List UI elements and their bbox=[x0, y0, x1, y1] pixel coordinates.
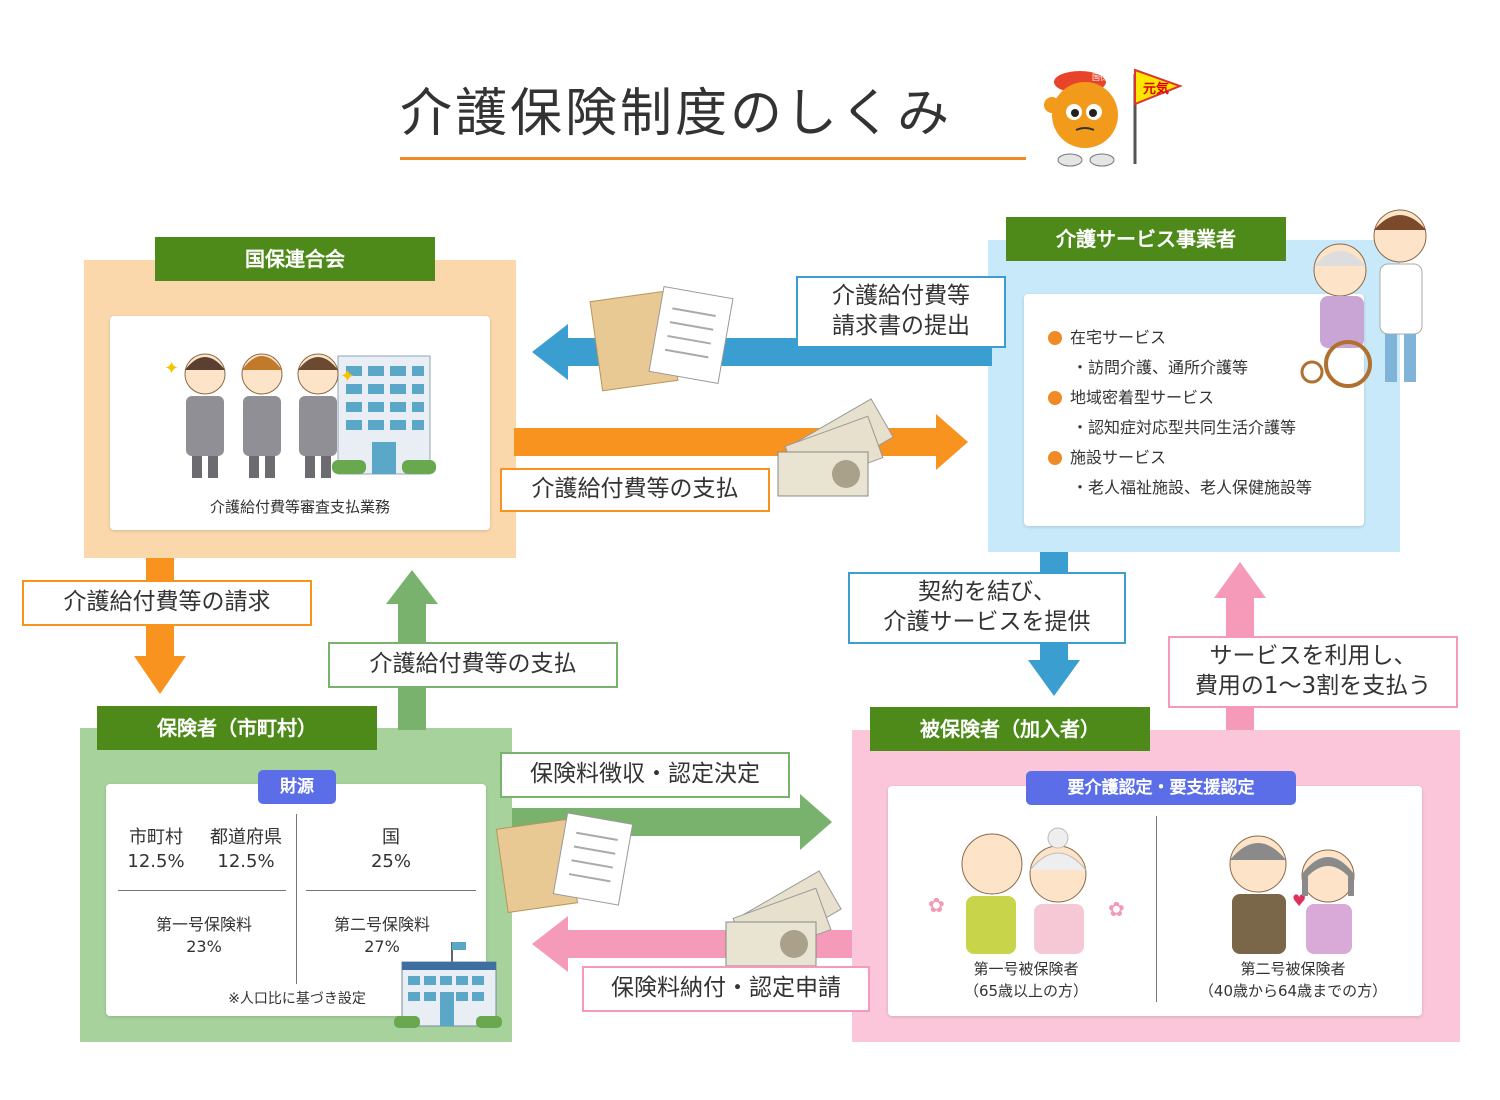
funding-divider-right bbox=[306, 890, 476, 891]
svg-text:✿: ✿ bbox=[1108, 897, 1125, 921]
insured-divider bbox=[1156, 816, 1157, 1002]
fund-nation: 国 25% bbox=[370, 827, 411, 872]
insurer-header: 保険者（市町村） bbox=[97, 706, 377, 750]
label-payment: 保険料納付・認定申請 bbox=[582, 966, 870, 1012]
banknotes-icon-top bbox=[777, 398, 894, 497]
label-pay-kokuho: 介護給付費等の支払 bbox=[328, 642, 618, 688]
service-item-home: 在宅サービス bbox=[1048, 324, 1166, 348]
documents-icon-top bbox=[589, 285, 734, 392]
fund-prefecture: 都道府県 12.5% bbox=[210, 827, 282, 872]
service-detail-community: ・認知症対応型共同生活介護等 bbox=[1072, 418, 1297, 437]
banknotes-icon-bottom bbox=[725, 870, 842, 967]
caregiver-illustration bbox=[1300, 209, 1427, 388]
documents-icon-bottom bbox=[495, 812, 634, 914]
kokuho-card: ✦ ✦ 介護給付費等審査支払業務 bbox=[110, 316, 490, 530]
label-claim-submit: 介護給付費等 請求書の提出 bbox=[796, 276, 1006, 348]
service-item-facility: 施設サービス bbox=[1048, 444, 1166, 468]
fund-city: 市町村 12.5% bbox=[127, 827, 185, 872]
fund-note: ※人口比に基づき設定 bbox=[228, 991, 366, 1007]
page-title: 介護保険制度のしくみ bbox=[400, 78, 1026, 160]
mascot-illustration: 元気 国保 bbox=[1044, 68, 1183, 167]
fund-premium-1: 第一号保険料 23% bbox=[155, 915, 252, 956]
arrow-pay-provider bbox=[514, 414, 968, 470]
svg-text:元気: 元気 bbox=[1143, 81, 1169, 97]
label-collect: 保険料徴収・認定決定 bbox=[500, 752, 790, 798]
insured-type-2: 第二号被保険者 （40歳から64歳までの方） bbox=[1198, 960, 1388, 1000]
kokuho-caption: 介護給付費等審査支払業務 bbox=[209, 498, 390, 516]
svg-text:✦: ✦ bbox=[164, 358, 179, 379]
provider-header: 介護サービス事業者 bbox=[1006, 217, 1286, 261]
funding-divider-vertical bbox=[296, 814, 297, 984]
svg-text:✿: ✿ bbox=[928, 893, 945, 917]
provider-card: 在宅サービス ・訪問介護、通所介護等 地域密着型サービス ・認知症対応型共同生活… bbox=[1024, 294, 1364, 526]
elderly-couple-illustration: ✿ ✿ bbox=[928, 827, 1125, 954]
certification-pill: 要介護認定・要支援認定 bbox=[1026, 771, 1296, 805]
middle-aged-couple-illustration: ♥ bbox=[1229, 835, 1355, 954]
city-hall-illustration bbox=[394, 942, 502, 1028]
arrow-claim-kokuho bbox=[134, 558, 186, 694]
service-detail-facility: ・老人福祉施設、老人保健施設等 bbox=[1072, 478, 1313, 497]
service-detail-home: ・訪問介護、通所介護等 bbox=[1072, 358, 1249, 377]
funding-card: 市町村 12.5% 都道府県 12.5% 国 25% 第一号保険料 23% 第二… bbox=[106, 784, 486, 1016]
label-use-service: サービスを利用し、 費用の1〜3割を支払う bbox=[1168, 636, 1458, 708]
label-pay-provider: 介護給付費等の支払 bbox=[500, 468, 770, 512]
insured-type-1: 第一号被保険者 （65歳以上の方） bbox=[963, 960, 1089, 1000]
insured-card: ✿ ✿ ♥ 第一号被保険者 （65歳以上の方） 第二号被保険者 （40歳から64… bbox=[888, 786, 1422, 1016]
staff-and-building-illustration: ✦ ✦ bbox=[164, 353, 436, 478]
fund-premium-2: 第二号保険料 27% bbox=[333, 915, 430, 956]
service-item-community: 地域密着型サービス bbox=[1048, 384, 1214, 408]
svg-text:国保: 国保 bbox=[1092, 72, 1108, 82]
kokuho-header: 国保連合会 bbox=[155, 237, 435, 281]
funding-pill: 財源 bbox=[258, 770, 336, 804]
insured-header: 被保険者（加入者） bbox=[870, 707, 1150, 751]
label-claim-kokuho: 介護給付費等の請求 bbox=[22, 580, 312, 626]
svg-text:✦: ✦ bbox=[340, 366, 355, 387]
funding-divider-left bbox=[118, 890, 286, 891]
label-contract: 契約を結び、 介護サービスを提供 bbox=[848, 572, 1126, 644]
